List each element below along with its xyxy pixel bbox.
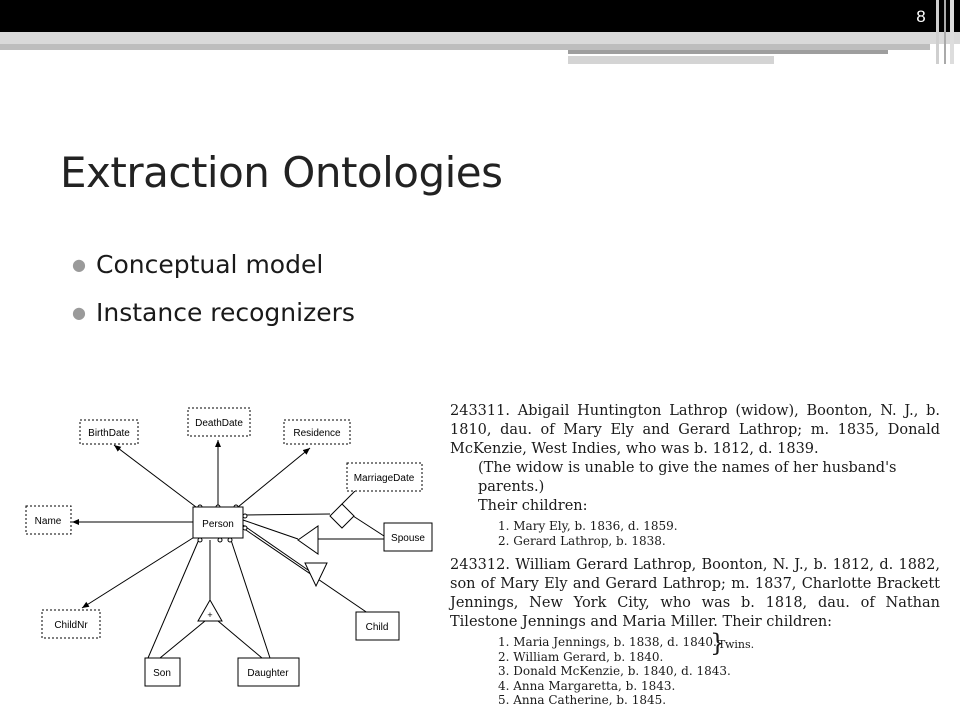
spouse-node: [383, 522, 433, 552]
list-item: 2. Gerard Lathrop, b. 1838.: [498, 533, 666, 548]
person-node: [192, 506, 244, 539]
children-heading: Their children:: [478, 498, 588, 514]
child-nr-node: [41, 609, 101, 639]
slide-number: 8: [916, 7, 926, 26]
bullet-text: Instance recognizers: [96, 298, 355, 327]
list-item: 5. Anna Catherine, b. 1845.: [498, 693, 667, 707]
genealogy-document: 243311. Abigail Huntington Lathrop (wido…: [450, 402, 940, 707]
child-node: [355, 611, 400, 641]
slide-title: Extraction Ontologies: [60, 148, 503, 197]
daughter-node: [237, 657, 300, 687]
spouse-label: Spouse: [391, 533, 425, 544]
bullet-list: ● Conceptual model ● Instance recognizers: [72, 246, 355, 342]
bullet-item: ● Conceptual model: [72, 246, 355, 294]
name-label: Name: [35, 516, 62, 527]
son-node: [144, 657, 181, 687]
residence-node: [283, 419, 351, 445]
marriage-date-label: MarriageDate: [354, 473, 415, 484]
list-item: 1. Maria Jennings, b. 1838, d. 1840.: [498, 635, 717, 649]
list-item: 4. Anna Margaretta, b. 1843.: [498, 678, 676, 693]
bullet-icon: ●: [72, 303, 86, 322]
header-stripe: [568, 56, 774, 64]
residence-label: Residence: [293, 428, 341, 439]
header-stripe: [944, 0, 946, 64]
plus-label: +: [207, 610, 212, 620]
list-item: 3. Donald McKenzie, b. 1840, d. 1843.: [498, 664, 731, 678]
marriage-date-node: [346, 462, 423, 492]
child-nr-label: ChildNr: [54, 620, 88, 631]
bullet-text: Conceptual model: [96, 250, 324, 279]
children-list: 1. Maria Jennings, b. 1838, d. 1840. 2. …: [450, 635, 940, 708]
entry-243311: 243311. Abigail Huntington Lathrop (wido…: [450, 403, 940, 457]
daughter-label: Daughter: [247, 668, 289, 679]
death-date-label: DeathDate: [195, 418, 243, 429]
bullet-item: ● Instance recognizers: [72, 294, 355, 342]
list-item: 1. Mary Ely, b. 1836, d. 1859.: [498, 519, 678, 533]
twins-note: Twins.: [718, 638, 755, 651]
header-stripe: [568, 50, 888, 54]
son-label: Son: [153, 668, 171, 679]
header-stripe: [950, 0, 954, 64]
header-stripe: [936, 0, 939, 64]
twins-brace-icon: }: [710, 629, 726, 657]
person-label: Person: [202, 519, 234, 530]
birth-date-label: BirthDate: [88, 428, 130, 439]
child-label: Child: [366, 622, 389, 633]
bullet-icon: ●: [72, 255, 86, 274]
list-item: 2. William Gerard, b. 1840.: [498, 649, 664, 664]
header-stripe: [0, 44, 930, 50]
header-stripe: [0, 32, 960, 44]
name-node: [25, 505, 72, 535]
birth-date-node: [79, 419, 139, 445]
conceptual-model-diagram: Person BirthDate DeathDate Residence Mar…: [25, 407, 433, 687]
header-bar: [0, 0, 960, 32]
entry-243312: 243312. William Gerard Lathrop, Boonton,…: [450, 557, 940, 630]
children-list: 1. Mary Ely, b. 1836, d. 1859. 2. Gerard…: [450, 519, 940, 548]
death-date-node: [187, 407, 251, 437]
entry-note: (The widow is unable to give the names o…: [478, 460, 897, 495]
